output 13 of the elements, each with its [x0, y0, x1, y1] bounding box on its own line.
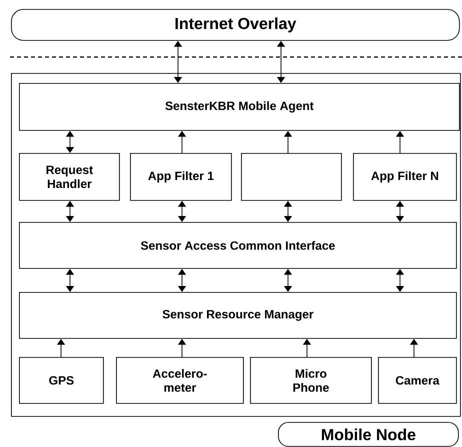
component-box: Request Handler — [19, 153, 120, 201]
node-label: Mobile Node — [322, 428, 416, 440]
sensor-box: Camera — [378, 357, 457, 404]
interface-box: Sensor Access Common Interface — [19, 222, 457, 269]
component-box: App Filter 1 — [130, 153, 232, 201]
agent-box: SensterKBR Mobile Agent — [19, 83, 460, 131]
sensor-box: GPS — [19, 357, 104, 404]
component-box — [241, 153, 342, 201]
overlay-box: Internet Overlay — [11, 9, 460, 41]
component-box: App Filter N — [353, 153, 457, 201]
manager-box: Sensor Resource Manager — [19, 292, 457, 339]
sensor-box: Accelero- meter — [116, 357, 244, 404]
sensor-box: Micro Phone — [250, 357, 372, 404]
